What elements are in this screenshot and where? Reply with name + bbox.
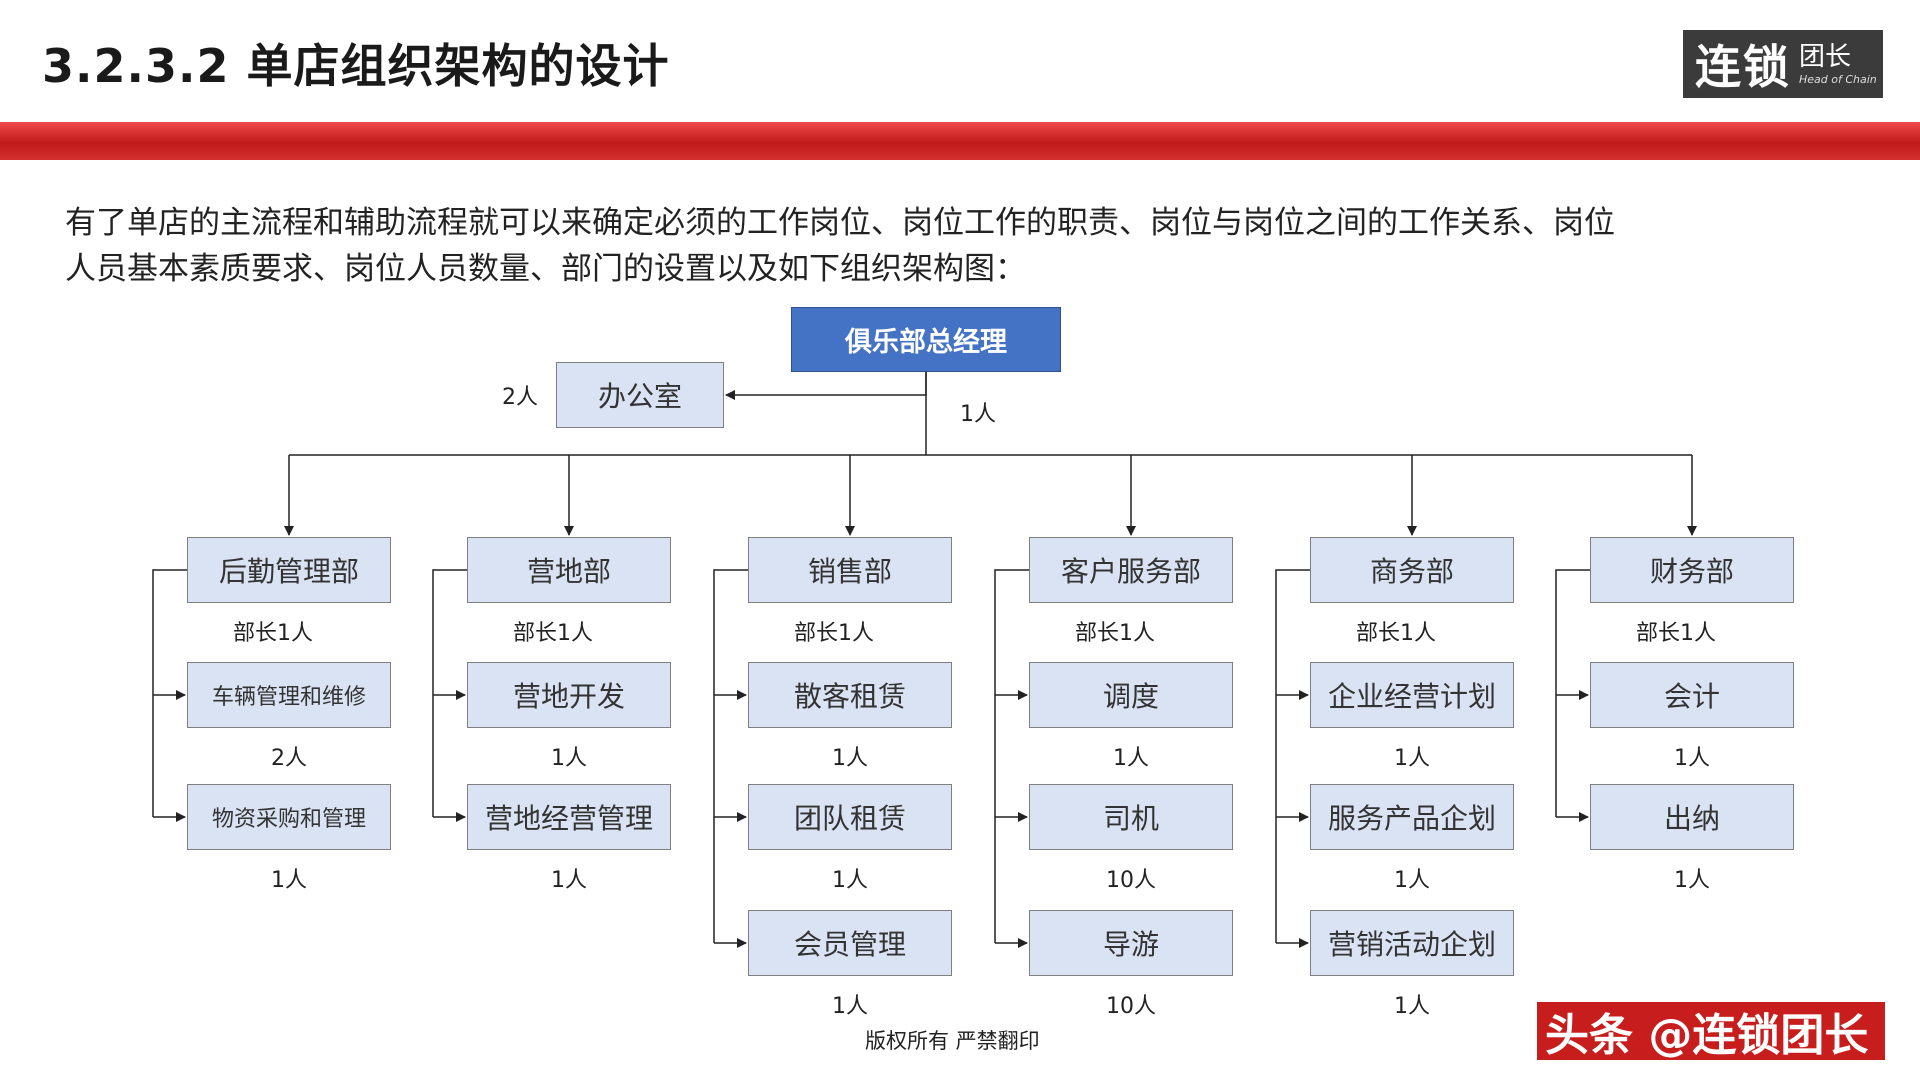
logo-side-text: 团长 [1799,41,1852,72]
sub-role-count: 1人 [551,746,587,771]
logo-main-text: 连锁 [1695,40,1791,94]
sub-role-count: 1人 [551,868,587,893]
sub-role-count: 1人 [832,994,868,1019]
office-count: 2人 [502,385,538,410]
sub-role-box: 会计 [1590,662,1794,728]
dept-head-count: 部长1人 [1356,621,1436,646]
sub-role-box: 车辆管理和维修 [187,662,391,728]
dept-box: 后勤管理部 [187,537,391,603]
dept-box: 商务部 [1310,537,1514,603]
sub-role-box: 导游 [1029,910,1233,976]
intro-line-2: 人员基本素质要求、岗位人员数量、部门的设置以及如下组织架构图： [65,251,1026,287]
sub-role-box: 营地开发 [467,662,671,728]
connector-spine-3 [994,569,1029,943]
logo-english-text: Head of Chain [1799,72,1877,86]
sub-role-box: 调度 [1029,662,1233,728]
header-red-bar [0,122,1920,160]
sub-role-count: 1人 [271,868,307,893]
connector-spine-4 [1275,569,1310,943]
connector-office [725,372,927,400]
sub-role-count: 2人 [271,746,307,771]
logo-side: 团长 Head of Chain [1799,44,1877,85]
top-manager-box: 俱乐部总经理 [791,307,1061,372]
sub-role-count: 1人 [1394,994,1430,1019]
page-title: 3.2.3.2 单店组织架构的设计 [42,39,670,93]
dept-head-count: 部长1人 [1636,621,1716,646]
brand-logo: 连锁 团长 Head of Chain [1683,30,1883,98]
dept-head-count: 部长1人 [233,621,313,646]
dept-box: 营地部 [467,537,671,603]
dept-box: 财务部 [1590,537,1794,603]
copyright-footer: 版权所有 严禁翻印 [865,1029,1040,1053]
sub-role-count: 1人 [1394,868,1430,893]
intro-line-1: 有了单店的主流程和辅助流程就可以来确定必须的工作岗位、岗位工作的职责、岗位与岗位… [65,205,1615,241]
sub-role-box: 企业经营计划 [1310,662,1514,728]
dept-head-count: 部长1人 [1075,621,1155,646]
sub-role-box: 会员管理 [748,910,952,976]
dept-head-count: 部长1人 [794,621,874,646]
sub-role-count: 1人 [1113,746,1149,771]
sub-role-count: 1人 [832,746,868,771]
sub-role-box: 团队租赁 [748,784,952,850]
sub-role-box: 散客租赁 [748,662,952,728]
watermark: 头条 @连锁团长 [1537,1002,1885,1060]
sub-role-box: 物资采购和管理 [187,784,391,850]
sub-role-box: 司机 [1029,784,1233,850]
sub-role-box: 营销活动企划 [1310,910,1514,976]
sub-role-box: 服务产品企划 [1310,784,1514,850]
top-manager-count: 1人 [960,402,996,427]
dept-box: 客户服务部 [1029,537,1233,603]
sub-role-count: 10人 [1106,868,1156,893]
sub-role-count: 1人 [832,868,868,893]
dept-head-count: 部长1人 [513,621,593,646]
connector-spine-0 [152,569,187,817]
connector-spine-5 [1555,569,1590,817]
sub-role-count: 1人 [1394,746,1430,771]
connector-spine-1 [432,569,467,817]
sub-role-count: 1人 [1674,746,1710,771]
sub-role-box: 出纳 [1590,784,1794,850]
intro-paragraph: 有了单店的主流程和辅助流程就可以来确定必须的工作岗位、岗位工作的职责、岗位与岗位… [65,200,1705,292]
sub-role-box: 营地经营管理 [467,784,671,850]
sub-role-count: 10人 [1106,994,1156,1019]
sub-role-count: 1人 [1674,868,1710,893]
connector-spine-2 [713,569,748,943]
office-box: 办公室 [556,362,724,428]
dept-box: 销售部 [748,537,952,603]
